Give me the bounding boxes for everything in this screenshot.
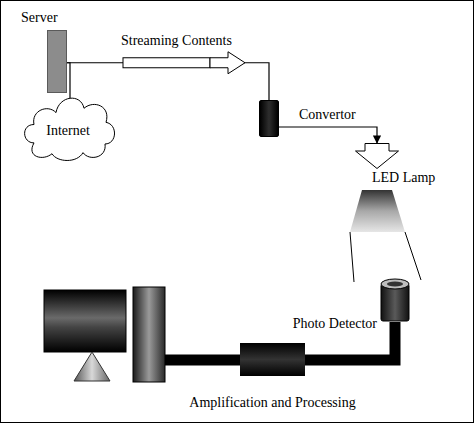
internet-cloud: Internet xyxy=(18,98,118,164)
stream-connector xyxy=(67,63,269,100)
led-lamp-shape xyxy=(355,143,399,169)
node-label: Internet xyxy=(46,123,90,139)
lamp-outline xyxy=(356,144,399,169)
server-box: Server xyxy=(47,30,67,93)
node-label: Server xyxy=(21,10,58,26)
light-beam xyxy=(350,232,354,282)
cloud-outline xyxy=(25,98,115,160)
computer-tower xyxy=(133,287,165,382)
monitor xyxy=(44,290,126,352)
block-arrow xyxy=(210,52,245,74)
cable xyxy=(165,355,241,366)
edge-label: Streaming Contents xyxy=(119,33,234,49)
line-connector xyxy=(67,63,70,98)
node-label: Amplification and Processing xyxy=(189,395,355,411)
node-label: LED Lamp xyxy=(372,170,435,186)
lamp-cone xyxy=(350,190,405,232)
convertor-box: Convertor xyxy=(259,100,279,137)
light-beam xyxy=(405,232,421,280)
monitor-stand xyxy=(74,352,110,381)
detector-lens xyxy=(387,282,403,287)
stream-pipe xyxy=(123,58,210,68)
node-label: Convertor xyxy=(299,107,356,123)
photo-detector-shape xyxy=(380,278,410,322)
signal-arrow xyxy=(279,127,377,143)
led-lamp: LED Lamp xyxy=(355,143,399,169)
detector-top xyxy=(381,279,409,289)
photo-detector: Photo Detector xyxy=(380,278,410,322)
node-label: Photo Detector xyxy=(293,316,377,332)
detector-body xyxy=(381,284,409,321)
amplification-box: Amplification and Processing xyxy=(240,343,305,376)
